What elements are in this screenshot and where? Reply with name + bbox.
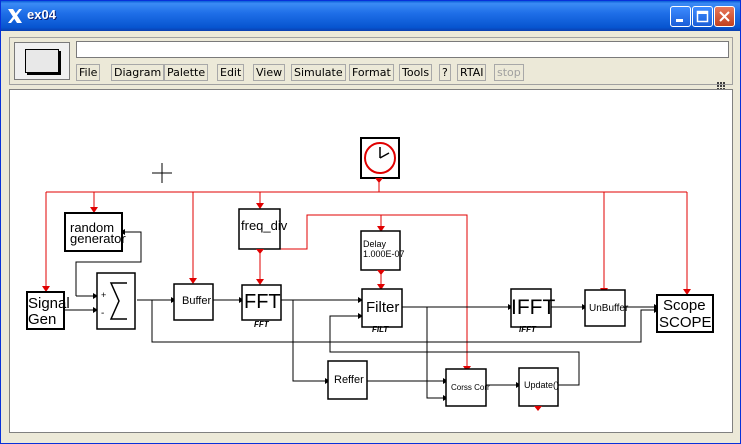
delay-label-2: 1.000E-07 [363,249,405,259]
delay-block[interactable]: Delay 1.000E-07 [360,230,405,275]
activation-links [45,178,688,369]
corss-corr-label: Corss Corr [451,383,490,392]
sum-block[interactable]: + - [96,272,136,330]
minimize-icon [676,19,683,22]
sum-minus-label: - [101,308,104,319]
menu-format[interactable]: Format [349,64,394,81]
ifft-block[interactable]: IFFT IFFT [510,288,555,334]
menu-simulate[interactable]: Simulate [291,64,346,81]
filter-label: Filter [366,299,399,316]
activation-arrows [42,203,691,372]
unbuffer-label: UnBuffer [589,303,629,314]
filter-sublabel: FILT [372,325,389,334]
update-block[interactable]: Update() [518,367,559,411]
filter-block[interactable]: Filter FILT [361,288,403,334]
fft-sublabel: FFT [254,320,270,329]
reffer-block[interactable]: Reffer [327,360,368,400]
menu-edit[interactable]: Edit [217,64,245,81]
x11-logo-icon [8,9,22,23]
maximize-button[interactable] [692,6,713,27]
unbuffer-block[interactable]: UnBuffer [584,289,629,327]
window-shape-icon [25,49,59,73]
random-label-2: generator [70,231,126,246]
freq-div-block[interactable]: freq_div [238,208,288,254]
sum-plus-label: + [101,290,106,300]
scope-block[interactable]: Scope SCOPE [656,294,714,333]
scope-label-2: SCOPE [659,314,712,331]
toolbar: File Diagram Palette Edit View Simulate … [9,37,733,85]
block-diagram[interactable]: random generator Signal Gen + - Buffer [10,90,732,432]
command-input[interactable] [76,41,729,58]
close-icon [719,11,730,22]
diagram-canvas[interactable]: random generator Signal Gen + - Buffer [9,89,733,433]
data-links [64,231,657,399]
freq-div-label: freq_div [241,218,288,233]
menu-help[interactable]: ? [439,64,451,81]
maximize-icon [696,10,709,23]
reffer-label: Reffer [334,374,364,386]
ifft-label: IFFT [511,296,555,319]
delay-label-1: Delay [363,239,387,249]
menu-view[interactable]: View [253,64,286,81]
random-label-1: random [70,220,114,235]
menu-palette[interactable]: Palette [164,64,209,81]
close-button[interactable] [714,6,735,27]
buffer-label: Buffer [182,295,211,307]
crosshair-cursor-icon [152,163,172,183]
signal-label-2: Gen [28,311,56,328]
menu-stop: stop [494,64,524,81]
update-label: Update() [524,380,559,390]
sigma-icon [109,282,127,320]
scope-label-1: Scope [663,297,706,314]
window-title: ex04 [27,7,56,22]
buffer-block[interactable]: Buffer [173,283,214,321]
minimize-button[interactable] [670,6,691,27]
corss-corr-block[interactable]: Corss Corr [445,368,490,407]
menu-tools[interactable]: Tools [399,64,433,81]
menu-diagram[interactable]: Diagram [111,64,165,81]
title-bar[interactable]: ex04 [1,1,740,31]
fft-block[interactable]: FFT FFT [241,284,282,329]
signal-gen-block[interactable]: Signal Gen [26,291,70,330]
signal-label-1: Signal [28,295,70,312]
random-generator-block[interactable]: random generator [64,212,126,252]
menu-file[interactable]: File [76,64,101,81]
menu-rtai[interactable]: RTAI [457,64,487,81]
fft-label: FFT [244,291,281,313]
zoom-button[interactable] [14,42,70,80]
ifft-sublabel: IFFT [519,325,537,334]
clock-block[interactable] [360,137,400,183]
